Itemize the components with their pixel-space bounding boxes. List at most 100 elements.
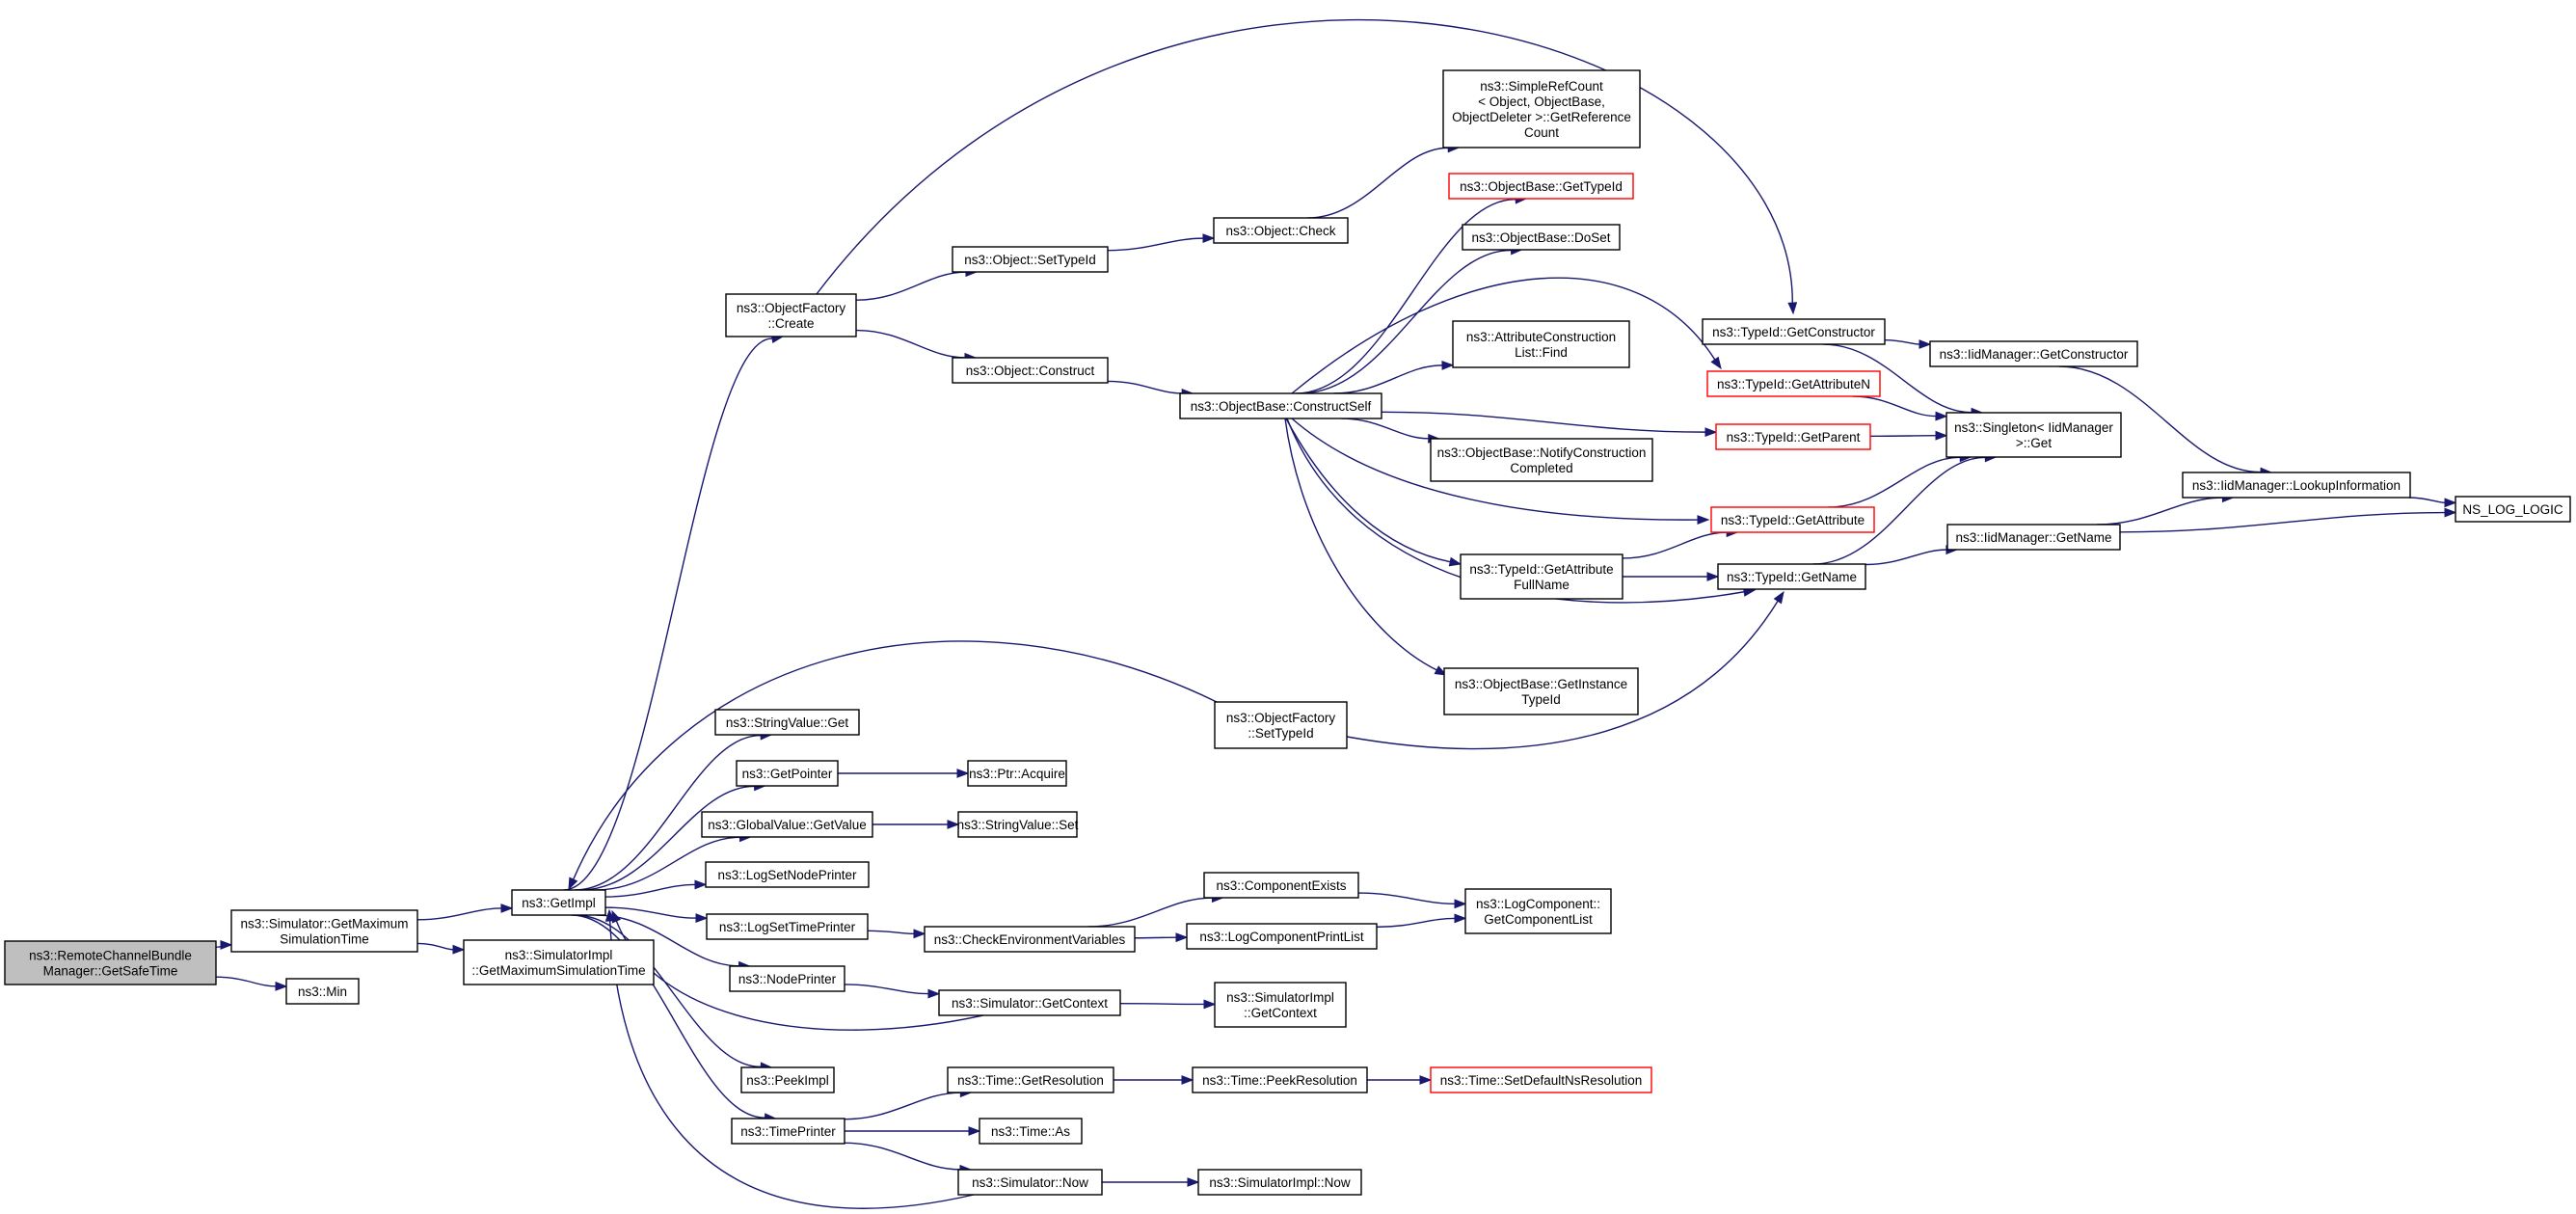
arrowhead-icon bbox=[1935, 411, 1948, 421]
function-node[interactable]: ns3::GetImpl bbox=[511, 889, 606, 916]
function-node[interactable]: ns3::Singleton< IidManager>::Get bbox=[1945, 412, 2122, 458]
function-node[interactable]: ns3::TypeId::GetParent bbox=[1715, 423, 1871, 450]
function-node[interactable]: ns3::TimePrinter bbox=[731, 1118, 845, 1145]
arrowhead-icon bbox=[956, 769, 970, 778]
function-node[interactable]: ns3::TypeId::GetAttribute bbox=[1710, 506, 1875, 533]
node-box bbox=[979, 1118, 1083, 1145]
node-label: ns3::SimpleRefCount bbox=[1480, 79, 1603, 94]
node-label: ns3::LogComponentPrintList bbox=[1199, 930, 1364, 944]
call-edge-n20-n28 bbox=[1119, 999, 1217, 1010]
node-box bbox=[1448, 173, 1634, 200]
function-node[interactable]: ns3::LogComponent::GetComponentList bbox=[1464, 888, 1612, 934]
function-node[interactable]: ns3::LogSetTimePrinter bbox=[706, 913, 869, 940]
call-edge-n19-n27 bbox=[1134, 932, 1189, 943]
function-node[interactable]: ns3::TypeId::GetConstructor bbox=[1702, 318, 1886, 345]
function-node[interactable]: ns3::ObjectFactory::SetTypeId bbox=[1214, 701, 1348, 749]
arrowhead-icon bbox=[968, 1126, 981, 1136]
function-node[interactable]: ns3::SimpleRefCount< Object, ObjectBase,… bbox=[1442, 69, 1641, 148]
function-node[interactable]: ns3::Ptr::Acquire bbox=[967, 760, 1067, 787]
edge-line bbox=[1812, 456, 1986, 565]
node-label: GetComponentList bbox=[1484, 912, 1593, 927]
function-node[interactable]: ns3::Time::As bbox=[979, 1118, 1083, 1145]
function-node[interactable]: ns3::Object::Check bbox=[1213, 217, 1349, 244]
call-edge-n24-n31 bbox=[1307, 143, 1461, 219]
function-node[interactable]: ns3::Object::Construct bbox=[952, 357, 1109, 384]
node-box bbox=[1464, 888, 1612, 934]
node-box bbox=[1702, 318, 1886, 345]
arrowhead-icon bbox=[694, 879, 708, 890]
function-node[interactable]: ns3::ObjectBase::GetTypeId bbox=[1448, 173, 1634, 200]
function-node[interactable]: ns3::Object::SetTypeId bbox=[952, 246, 1109, 273]
edge-line bbox=[416, 942, 454, 951]
node-label: ns3::GlobalValue::GetValue bbox=[708, 818, 867, 832]
node-label: ns3::ObjectFactory bbox=[1226, 711, 1336, 725]
function-node[interactable]: ns3::PeekImpl bbox=[740, 1066, 835, 1093]
function-node[interactable]: ns3::NodePrinter bbox=[729, 965, 845, 992]
function-node[interactable]: ns3::SimulatorImpl::GetContext bbox=[1214, 982, 1347, 1028]
function-node[interactable]: ns3::ComponentExists bbox=[1203, 872, 1359, 899]
node-box bbox=[2182, 472, 2411, 499]
function-node[interactable]: ns3::IidManager::GetName bbox=[1946, 524, 2121, 551]
function-node[interactable]: ns3::Simulator::Now bbox=[957, 1169, 1103, 1196]
edge-line bbox=[215, 976, 277, 987]
node-box bbox=[725, 293, 857, 337]
node-box bbox=[952, 357, 1109, 384]
node-box bbox=[1460, 553, 1623, 600]
node-label: ns3::ComponentExists bbox=[1216, 878, 1346, 893]
function-node[interactable]: ns3::CheckEnvironmentVariables bbox=[924, 926, 1136, 953]
node-label: ns3::TimePrinter bbox=[740, 1124, 836, 1139]
node-box bbox=[1179, 392, 1382, 419]
function-node[interactable]: ns3::SimulatorImpl::Now bbox=[1197, 1169, 1362, 1196]
node-box bbox=[957, 1169, 1103, 1196]
node-box bbox=[1197, 1169, 1362, 1196]
arrowhead-icon bbox=[1697, 515, 1710, 525]
function-node[interactable]: ns3::TypeId::GetAttributeN bbox=[1706, 370, 1881, 397]
function-node[interactable]: ns3::Simulator::GetMaximumSimulationTime bbox=[230, 909, 418, 953]
function-node[interactable]: ns3::LogSetNodePrinter bbox=[705, 861, 870, 888]
function-node[interactable]: ns3::Time::GetResolution bbox=[947, 1066, 1114, 1093]
arrowhead-icon bbox=[1773, 590, 1784, 605]
node-box bbox=[285, 978, 360, 1005]
function-node[interactable]: ns3::StringValue::Get bbox=[714, 709, 860, 736]
function-node[interactable]: ns3::GetPointer bbox=[736, 760, 839, 787]
node-label: ns3::PeekImpl bbox=[746, 1073, 829, 1088]
function-node[interactable]: ns3::Time::PeekResolution bbox=[1192, 1066, 1368, 1093]
node-box bbox=[1214, 982, 1347, 1028]
function-node[interactable]: ns3::ObjectFactory::Create bbox=[725, 293, 857, 337]
arrowhead-icon bbox=[1706, 572, 1720, 581]
node-box bbox=[1946, 524, 2121, 551]
function-node[interactable]: ns3::IidManager::LookupInformation bbox=[2182, 472, 2411, 499]
call-edge-n14-n24 bbox=[1107, 233, 1216, 252]
function-node[interactable]: ns3::ObjectBase::ConstructSelf bbox=[1179, 392, 1382, 419]
function-node[interactable]: ns3::LogComponentPrintList bbox=[1186, 923, 1378, 950]
edge-line bbox=[575, 914, 762, 1068]
edge-line bbox=[1295, 198, 1516, 394]
function-node[interactable]: ns3::RemoteChannelBundleManager::GetSafe… bbox=[4, 940, 217, 985]
function-node[interactable]: ns3::Time::SetDefaultNsResolution bbox=[1430, 1066, 1652, 1093]
node-box bbox=[1430, 1066, 1652, 1093]
node-label: FullName bbox=[1514, 578, 1570, 592]
function-node[interactable]: ns3::Simulator::GetContext bbox=[938, 989, 1121, 1016]
call-edge-n21-n29 bbox=[1114, 1075, 1194, 1085]
call-edge-n3-n5 bbox=[563, 334, 785, 891]
function-node[interactable]: ns3::SimulatorImpl::GetMaximumSimulation… bbox=[463, 939, 655, 985]
arrowhead-icon bbox=[1175, 932, 1189, 943]
node-label: ns3::RemoteChannelBundle bbox=[29, 949, 192, 963]
node-box bbox=[511, 889, 606, 916]
function-node[interactable]: ns3::GlobalValue::GetValue bbox=[701, 811, 873, 838]
node-label: ns3::Object::Construct bbox=[966, 364, 1095, 378]
function-node[interactable]: NS_LOG_LOGIC bbox=[2455, 496, 2571, 523]
node-label: ns3::Time::PeekResolution bbox=[1202, 1073, 1357, 1088]
function-node[interactable]: ns3::Min bbox=[285, 978, 360, 1005]
function-node[interactable]: ns3::ObjectBase::NotifyConstructionCompl… bbox=[1430, 438, 1653, 482]
node-box bbox=[1706, 370, 1881, 397]
function-node[interactable]: ns3::ObjectBase::DoSet bbox=[1462, 224, 1621, 251]
function-node[interactable]: ns3::IidManager::GetConstructor bbox=[1929, 340, 2138, 367]
function-node[interactable]: ns3::StringValue::Set bbox=[957, 811, 1079, 838]
function-node[interactable]: ns3::TypeId::GetName bbox=[1717, 563, 1866, 590]
node-label: ns3::TypeId::GetAttributeN bbox=[1717, 377, 1870, 391]
node-label: ns3::Time::GetResolution bbox=[957, 1073, 1104, 1088]
